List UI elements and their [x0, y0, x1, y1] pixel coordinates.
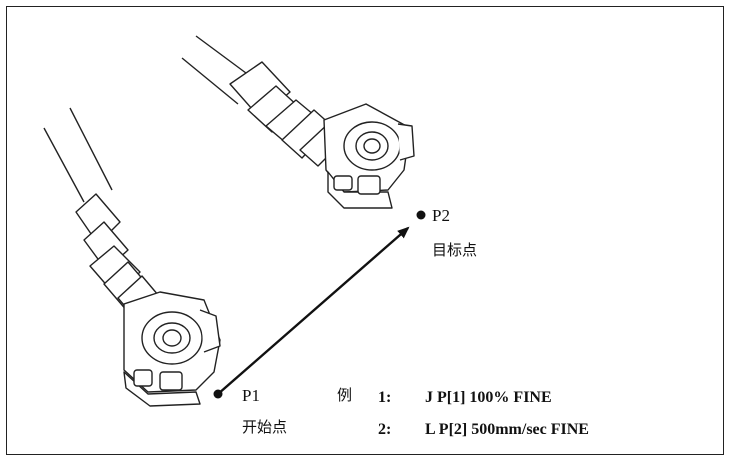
example-line-2-number: 2: [378, 421, 392, 438]
robot-wrist-end-icon [181, 35, 415, 209]
start-point-marker [213, 389, 223, 399]
example-line-1-number: 1: [378, 389, 392, 406]
end-point-label: 目标点 [432, 241, 478, 259]
motion-path-arrow [217, 226, 410, 395]
end-point-name: P2 [432, 206, 450, 225]
start-point-name: P1 [242, 386, 260, 405]
example-line-1-instruction: J P[1] 100% FINE [425, 389, 552, 406]
example-line-2-instruction: L P[2] 500mm/sec FINE [425, 421, 589, 438]
end-point-marker [416, 210, 426, 220]
robot-wrist-start-icon [43, 107, 221, 407]
example-prefix: 例 [337, 386, 353, 404]
start-point-label: 开始点 [242, 418, 288, 436]
